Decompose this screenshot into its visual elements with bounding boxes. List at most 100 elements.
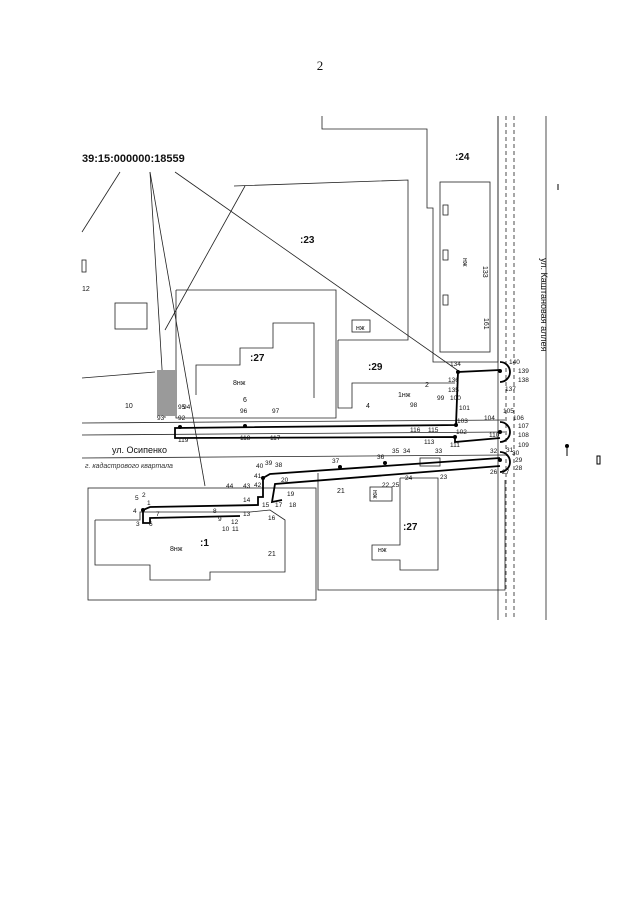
pt-95: 95: [178, 404, 186, 411]
point-dot-136: [456, 370, 460, 374]
pt-104: 104: [484, 415, 495, 422]
mark-1nzh: 1нж: [398, 392, 411, 399]
pt-40: 40: [256, 463, 264, 470]
pt-111: 111: [450, 442, 460, 449]
point-dot-30: [498, 458, 502, 462]
pt-10: 10: [222, 526, 230, 533]
building-24-feature-c: [442, 294, 449, 306]
building-27-south: [371, 477, 439, 571]
pt-103: 103: [457, 418, 468, 425]
pt-23: 23: [440, 474, 448, 481]
pt-118: 118: [240, 435, 251, 442]
pt-101: 101: [459, 405, 470, 412]
pt-105: 105: [503, 408, 514, 415]
pt-1: 1: [147, 500, 151, 507]
cadastral-number-label: 39:15:000000:18559: [82, 153, 185, 165]
parcel-boundaries: [81, 116, 547, 620]
pt-20: 20: [281, 477, 289, 484]
pt-43: 43: [243, 483, 251, 490]
pt-93: 93: [157, 415, 165, 422]
pt-119: 119: [178, 437, 189, 444]
pt-5: 5: [135, 495, 139, 502]
point-dot-41: [261, 476, 265, 480]
pt-108: 108: [518, 432, 529, 439]
misc-21: 21: [337, 488, 345, 495]
arc-140: [499, 361, 511, 383]
pt-34: 34: [403, 448, 411, 455]
mark-nzh-south-1: нж: [371, 490, 378, 499]
pt-106: 106: [513, 415, 524, 422]
pt-137: 137: [505, 386, 516, 393]
point-dot-37: [338, 465, 342, 469]
pt-98: 98: [410, 402, 418, 409]
pt-12: 12: [231, 519, 239, 526]
street-osipenko-line-1: [81, 419, 506, 424]
pt-6: 6: [149, 521, 153, 528]
building-24: [439, 181, 491, 353]
pt-18: 18: [289, 502, 297, 509]
right-mark-3: [596, 455, 601, 465]
pt-22: 22: [382, 482, 390, 489]
pt-33: 33: [435, 448, 443, 455]
pt-2: 2: [142, 492, 146, 499]
parcel-24-boundary: [321, 116, 499, 363]
leader-line-1: [81, 171, 121, 233]
pt-8: 8: [213, 508, 217, 515]
misc-161: 161: [482, 318, 489, 330]
pt-17: 17: [275, 502, 283, 509]
pt-11: 11: [232, 526, 239, 533]
pt-19: 19: [287, 491, 295, 498]
parcel-label-24: :24: [455, 152, 470, 163]
pt-25: 25: [392, 482, 400, 489]
mark-8nzh-1: 8нж: [170, 546, 183, 553]
point-dot-36: [383, 461, 387, 465]
pt-115: 115: [428, 427, 439, 434]
pt-135: 135: [448, 387, 459, 394]
quarter-boundary-label: г. кадастрового квартала: [85, 462, 173, 470]
misc-21b: 21: [268, 551, 276, 558]
pt-41: 41: [254, 473, 262, 480]
pt-15: 15: [262, 502, 270, 509]
misc-133: 133: [481, 266, 488, 278]
point-dot-111: [453, 435, 457, 439]
pt-102: 102: [456, 429, 467, 436]
pt-138: 138: [518, 377, 529, 384]
west-line: [81, 371, 156, 379]
building-west: [114, 302, 148, 330]
mark-8nzh-27: 8нж: [233, 380, 246, 387]
parcel-23-boundary: [233, 179, 409, 341]
pt-116: 116: [410, 427, 421, 434]
pt-100: 100: [450, 395, 461, 402]
building-24-feature-a: [442, 204, 449, 216]
parcel-label-27-north: :27: [250, 353, 265, 364]
pt-107: 107: [518, 423, 529, 430]
misc-12: 12: [82, 286, 90, 293]
point-dot-138: [498, 369, 502, 373]
contour-south: [142, 457, 501, 524]
pt-30: 30: [512, 450, 520, 457]
pt-4: 4: [133, 508, 137, 515]
pt-136: 136: [448, 377, 459, 384]
pt-44: 44: [226, 483, 234, 490]
pt-94: 94: [183, 404, 191, 411]
building-24-feature-b: [442, 249, 449, 261]
shaded-zone: [157, 370, 177, 416]
pt-26: 26: [490, 469, 498, 476]
point-dot-93: [178, 425, 182, 429]
pt-109: 109: [518, 442, 529, 449]
pt-99: 99: [437, 395, 445, 402]
pt-117: 117: [270, 435, 281, 442]
street-label-osipenko: ул. Осипенко: [112, 445, 167, 455]
arc-30: [499, 451, 511, 473]
parcel-1-boundary: [87, 487, 317, 601]
street-osipenko-line-2: [81, 431, 506, 436]
mark-nzh-south-2: нж: [378, 547, 387, 554]
pt-9: 9: [218, 516, 222, 523]
pt-31: 31: [506, 447, 514, 454]
pt-110: 110: [489, 432, 500, 439]
parcel-label-23: :23: [300, 235, 315, 246]
pt-96: 96: [240, 408, 248, 415]
building-1: [94, 509, 286, 581]
pt-42: 42: [254, 482, 262, 489]
pt-37: 37: [332, 458, 340, 465]
